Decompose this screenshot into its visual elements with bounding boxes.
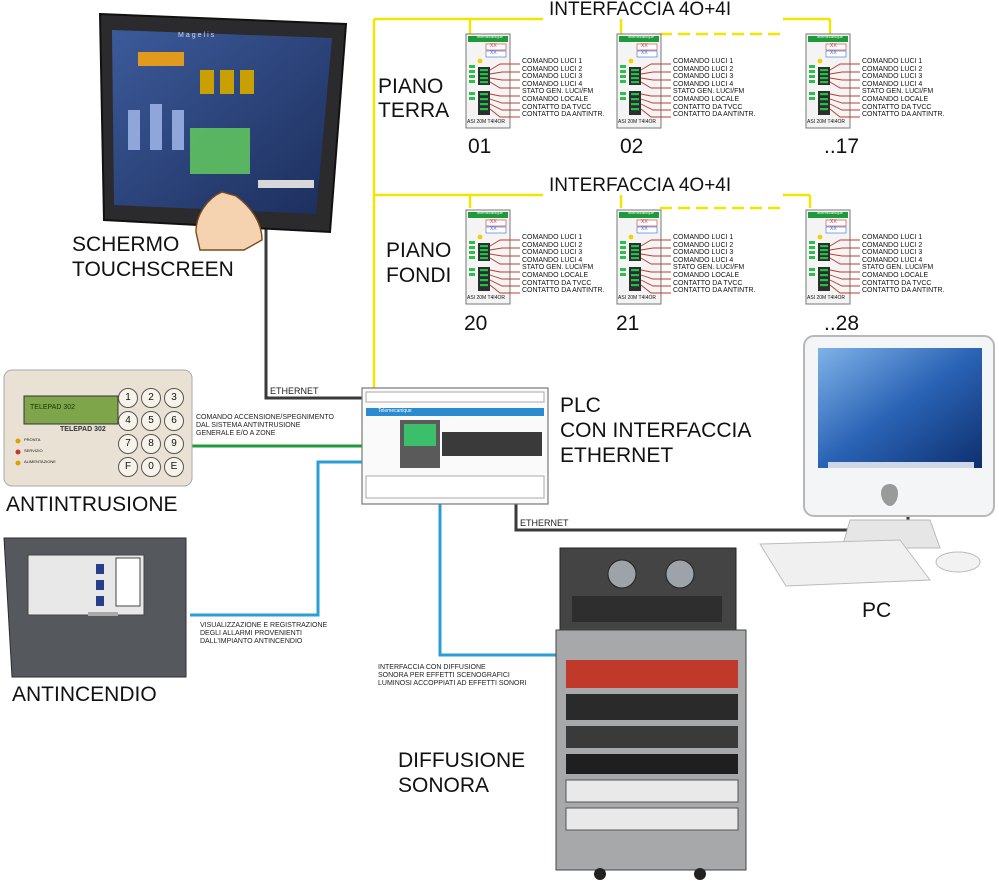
keypad-key[interactable]: 1 [118,388,138,408]
module-xx: XX [830,219,837,225]
pc-computer [759,335,995,587]
module-xx: XX [830,226,837,232]
module-xx: XX [641,219,648,225]
module-code: ASI 20M T4I4OR [618,295,656,301]
module-xx: XX [641,43,648,49]
module-code: ASI 20M T4I4OR [807,295,845,301]
keypad-key[interactable]: 3 [164,388,184,408]
module-xx: XX [830,43,837,49]
interface-label-top: INTERFACCIA 4O+4I [549,0,732,20]
keypad-display: TELEPAD 302 [30,404,76,411]
keypad-led-label: SERVIZIO [24,448,43,453]
keypad-key[interactable]: E [164,457,184,477]
module-xx: XX [490,219,497,225]
module-header: Telemecanique [627,34,654,39]
touchscreen-brand: Magelis [178,32,217,39]
module-number: 20 [464,312,488,335]
diffusione-label-1: DIFFUSIONE [398,749,526,772]
module-xx: XX [490,43,497,49]
module-number: 21 [616,312,640,335]
module-code: ASI 20M T4I4OR [467,119,505,125]
module-header: Telemecanique [627,210,654,215]
touchscreen-label-1: SCHERMO [72,233,180,256]
plc-label-2: CON INTERFACCIA [560,419,752,442]
antintrusione-label: ANTINTRUSIONE [6,493,178,516]
keypad-key[interactable]: F [118,457,138,477]
link-diffusione [438,502,560,657]
keypad-key[interactable]: 6 [164,411,184,431]
ethernet-label-pc: ETHERNET [520,518,569,528]
floor-label-terra-1: PIANO [378,75,444,98]
link-antincendio [190,460,362,617]
module-number: ..17 [824,135,860,158]
keypad-key[interactable]: 9 [164,434,184,454]
keypad-key[interactable]: 4 [118,411,138,431]
keypad-key[interactable]: 7 [118,434,138,454]
plc-brand: Telemecanique [378,408,412,414]
keypad-key[interactable]: 5 [141,411,161,431]
floor-label-fondi-1: PIANO [386,239,452,262]
antincendio-panel [3,537,187,678]
module-header: Telemecanique [816,210,843,215]
ethernet-cable-touchscreen [264,222,362,400]
module-header: Telemecanique [476,34,503,39]
yellow-bus [372,17,832,392]
module-xx: XX [641,50,648,56]
plc-label-3: ETHERNET [560,444,674,467]
floor-label-fondi-2: FONDI [386,264,452,287]
touchscreen-device [98,12,348,251]
module-code: ASI 20M T4I4OR [618,119,656,125]
touchscreen-label-2: TOUCHSCREEN [72,258,234,281]
diffusione-label-2: SONORA [398,774,490,797]
floor-label-terra-2: TERRA [378,99,450,122]
module-header: Telemecanique [816,34,843,39]
keypad-key[interactable]: 8 [141,434,161,454]
module-xx: XX [830,50,837,56]
keypad-grid: 1 2 3 4 5 6 7 8 9 F 0 E [118,388,184,477]
module-xx: XX [641,226,648,232]
keypad-name: TELEPAD 302 [60,426,106,433]
module-xx: XX [490,50,497,56]
module-xx: XX [490,226,497,232]
pc-label: PC [862,599,892,622]
ethernet-label-touchscreen: ETHERNET [270,386,319,396]
module-number: 02 [620,135,644,158]
module-number: ..28 [824,312,860,335]
keypad-key[interactable]: 2 [141,388,161,408]
plc-label-1: PLC [560,394,601,417]
module-code: ASI 20M T4I4OR [467,295,505,301]
interface-label-bottom: INTERFACCIA 4O+4I [549,175,732,196]
antincendio-label: ANTINCENDIO [12,683,157,706]
audio-rack [555,547,747,880]
module-header: Telemecanique [476,210,503,215]
module-number: 01 [468,135,492,158]
module-code: ASI 20M T4I4OR [807,119,845,125]
keypad-led-label: ALIMENTAZIONE [24,459,56,464]
keypad-key[interactable]: 0 [141,457,161,477]
plc-device [361,387,549,505]
keypad-led-label: PRONTA [24,437,41,442]
